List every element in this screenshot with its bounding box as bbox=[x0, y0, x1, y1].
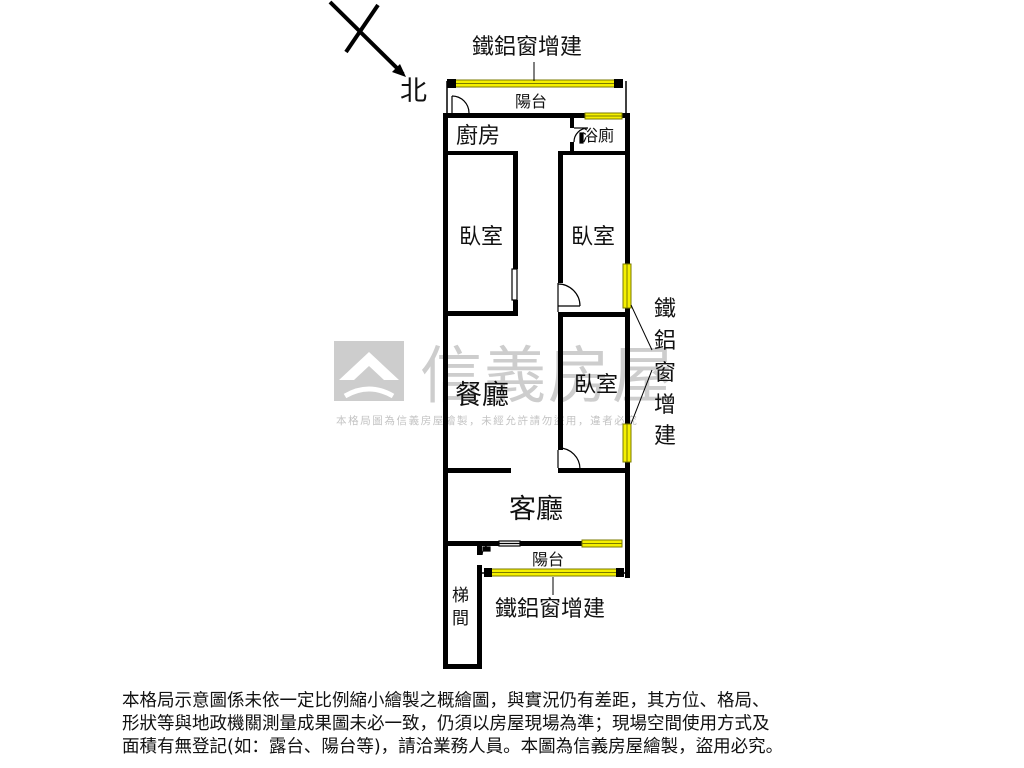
wall-bedroom1-east bbox=[513, 151, 518, 269]
side-annotation-char: 鐵 bbox=[654, 297, 676, 322]
side-window-annotation: 鐵 鋁 窗 增 建 bbox=[654, 297, 676, 449]
disclaimer-line: 形狀等與地政機關測量成果圖未必一致，仍須以房屋現場為準；現場空間使用方式及 bbox=[122, 714, 770, 734]
floor-plan: 信義房屋 本格局圖為信義房屋繪製，未經允許請勿盜用，違者必究 北 bbox=[328, 0, 676, 669]
bottom-window-annotation: 鐵鋁窗增建 bbox=[495, 597, 605, 622]
door-balcony-south bbox=[481, 540, 521, 556]
stairwell-label-1: 梯 bbox=[452, 586, 469, 606]
top-window-annotation: 鐵鋁窗增建 bbox=[472, 35, 582, 60]
wall-living-south-left bbox=[443, 541, 499, 546]
wall-bath-west-bottom bbox=[570, 142, 574, 154]
window-living-south bbox=[581, 539, 623, 548]
bedroom-3-label: 臥室 bbox=[574, 373, 618, 398]
kitchen-label: 廚房 bbox=[456, 124, 500, 149]
side-annotation-char: 窗 bbox=[654, 361, 676, 386]
door-bedroom3 bbox=[557, 447, 581, 470]
watermark-brand: 信義房屋 bbox=[420, 339, 676, 412]
wall-bedroom2-west bbox=[558, 151, 563, 283]
disclaimer-line: 面積有無登記(如：露台、陽台等)，請洽業務人員。本圖為信義房屋繪製，盜用必究。 bbox=[122, 737, 784, 757]
wall-north bbox=[443, 113, 630, 118]
door-bedroom1 bbox=[511, 268, 518, 301]
living-label: 客廳 bbox=[509, 494, 563, 525]
wall-stair-south bbox=[443, 664, 482, 669]
wall-stair-east-top bbox=[477, 541, 482, 555]
brand-logo-icon bbox=[334, 341, 404, 401]
side-annotation-char: 建 bbox=[654, 424, 676, 449]
wall-stair-east bbox=[477, 565, 482, 669]
bedroom-1-label: 臥室 bbox=[459, 225, 503, 250]
side-annotation-char: 鋁 bbox=[654, 329, 676, 354]
compass-arrowhead-icon bbox=[392, 64, 406, 77]
compass-label: 北 bbox=[400, 76, 427, 107]
window-east-lower bbox=[622, 423, 632, 463]
door-kitchen-balcony bbox=[451, 95, 470, 114]
wall-bedroom1-south bbox=[443, 311, 518, 316]
doors bbox=[451, 95, 589, 556]
watermark-notice: 本格局圖為信義房屋繪製，未經允許請勿盜用，違者必究 bbox=[336, 414, 639, 427]
wall-west bbox=[443, 113, 448, 545]
wall-bath-south bbox=[558, 151, 630, 155]
bathroom-label: 浴廁 bbox=[582, 126, 614, 145]
compass-cross-icon bbox=[344, 3, 380, 54]
door-bedroom2 bbox=[557, 283, 581, 312]
compass-arrow-icon bbox=[328, 0, 405, 76]
disclaimer: 本格局示意圖係未依一定比例縮小繪製之概繪圖，與實況仍有差距，其方位、格局、 形狀… bbox=[122, 690, 902, 759]
windows bbox=[447, 79, 632, 577]
wall-kitchen-south bbox=[443, 151, 517, 155]
north-balcony-label: 陽台 bbox=[515, 92, 547, 111]
compass: 北 bbox=[328, 0, 427, 107]
wall-living-south-right bbox=[520, 541, 582, 546]
walls bbox=[443, 113, 630, 669]
disclaimer-line: 本格局示意圖係未依一定比例縮小繪製之概繪圖，與實況仍有差距，其方位、格局、 bbox=[122, 691, 770, 711]
window-south-balcony bbox=[484, 568, 624, 577]
wall-bedroom3-south bbox=[558, 468, 630, 473]
window-bathroom bbox=[584, 112, 623, 120]
bedroom-2-label: 臥室 bbox=[571, 225, 615, 250]
leader-lines bbox=[533, 62, 653, 595]
wall-bedroom1-east-lower bbox=[513, 300, 518, 316]
wall-stair-west bbox=[443, 545, 448, 669]
stairwell-label-2: 間 bbox=[452, 609, 469, 629]
window-north-balcony bbox=[447, 79, 623, 88]
wall-bedroom3-west bbox=[558, 312, 563, 450]
wall-bedroom2-south bbox=[558, 312, 630, 317]
window-east-upper bbox=[622, 263, 632, 309]
dining-label: 餐廳 bbox=[455, 380, 509, 411]
wall-dining-south bbox=[443, 468, 511, 473]
wall-bath-west-top bbox=[570, 118, 574, 128]
south-balcony-label: 陽台 bbox=[532, 550, 564, 569]
door-bathroom bbox=[573, 127, 589, 144]
wall-east bbox=[625, 113, 630, 578]
side-annotation-char: 增 bbox=[654, 393, 676, 418]
